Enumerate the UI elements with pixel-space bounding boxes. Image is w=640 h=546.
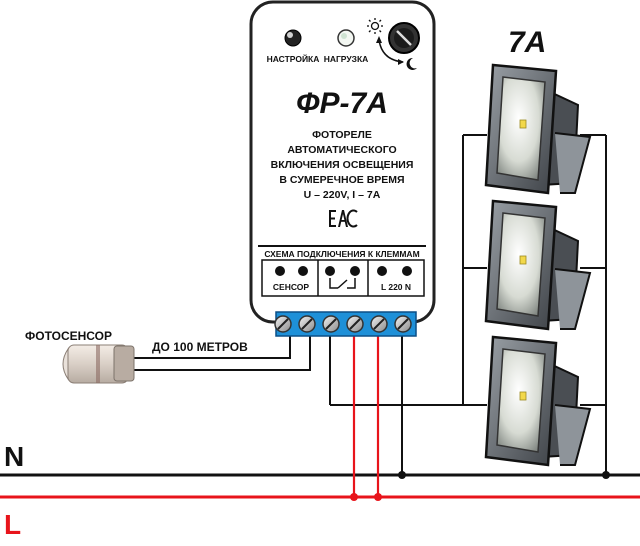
description-line: АВТОМАТИЧЕСКОГО [287,144,396,156]
terminal-block [274,311,417,337]
setup-indicator-label: НАСТРОЙКА [267,53,320,64]
device-model: ФР-7А [296,87,388,120]
junction-dot [374,493,382,501]
description-line: ВКЛЮЧЕНИЯ ОСВЕЩЕНИЯ [271,159,414,171]
relay-contact-icon [329,278,356,289]
terminal-screw[interactable] [322,315,340,333]
load-indicator-label: НАГРУЗКА [324,54,369,64]
wiring [133,134,607,475]
scheme-title: СХЕМА ПОДКЛЮЧЕНИЯ К КЛЕММАМ [264,249,419,259]
terminal-dot [325,266,335,276]
photo-sensor [62,344,135,384]
terminal-sensor-label: СЕНСОР [273,282,309,292]
terminal-screw[interactable] [346,315,364,333]
setup-indicator [284,29,302,47]
eac-mark-icon [329,209,358,228]
terminal-dot [298,266,308,276]
terminal-dot [350,266,360,276]
terminal-dot [402,266,412,276]
sun-icon [367,18,383,34]
terminal-dot [377,266,387,276]
floodlight [484,63,592,195]
terminal-screw[interactable] [370,315,388,333]
terminal-dot [275,266,285,276]
terminal-screw[interactable] [394,315,412,333]
terminal-map [261,259,425,297]
floodlight [484,335,592,467]
photo-sensor-label: ФОТОСЕНСОР [25,329,112,343]
moon-icon [406,57,417,70]
junction-dot [350,493,358,501]
load-rating-label: 7А [508,26,546,59]
sensor-distance-label: ДО 100 МЕТРОВ [152,340,248,354]
adjust-knob-icon[interactable] [388,22,420,54]
terminal-screw[interactable] [274,315,292,333]
junction-dot [398,471,406,479]
phase-wiring [352,336,380,497]
floodlight [484,199,592,331]
description-line: В СУМЕРЕЧНОЕ ВРЕМЯ [279,174,404,186]
photorelay-device: НАСТРОЙКА НАГРУЗКА ФР-7А ФОТОРЕ [249,0,436,324]
junction-dot [602,471,610,479]
terminal-screw[interactable] [298,315,316,333]
description-line: ФОТОРЕЛЕ [312,129,372,141]
neutral-line-label: N [4,441,24,472]
terminal-power-label: L 220 N [381,282,411,292]
description-line: U – 220V, I – 7A [304,189,381,201]
phase-line-label: L [4,509,21,540]
